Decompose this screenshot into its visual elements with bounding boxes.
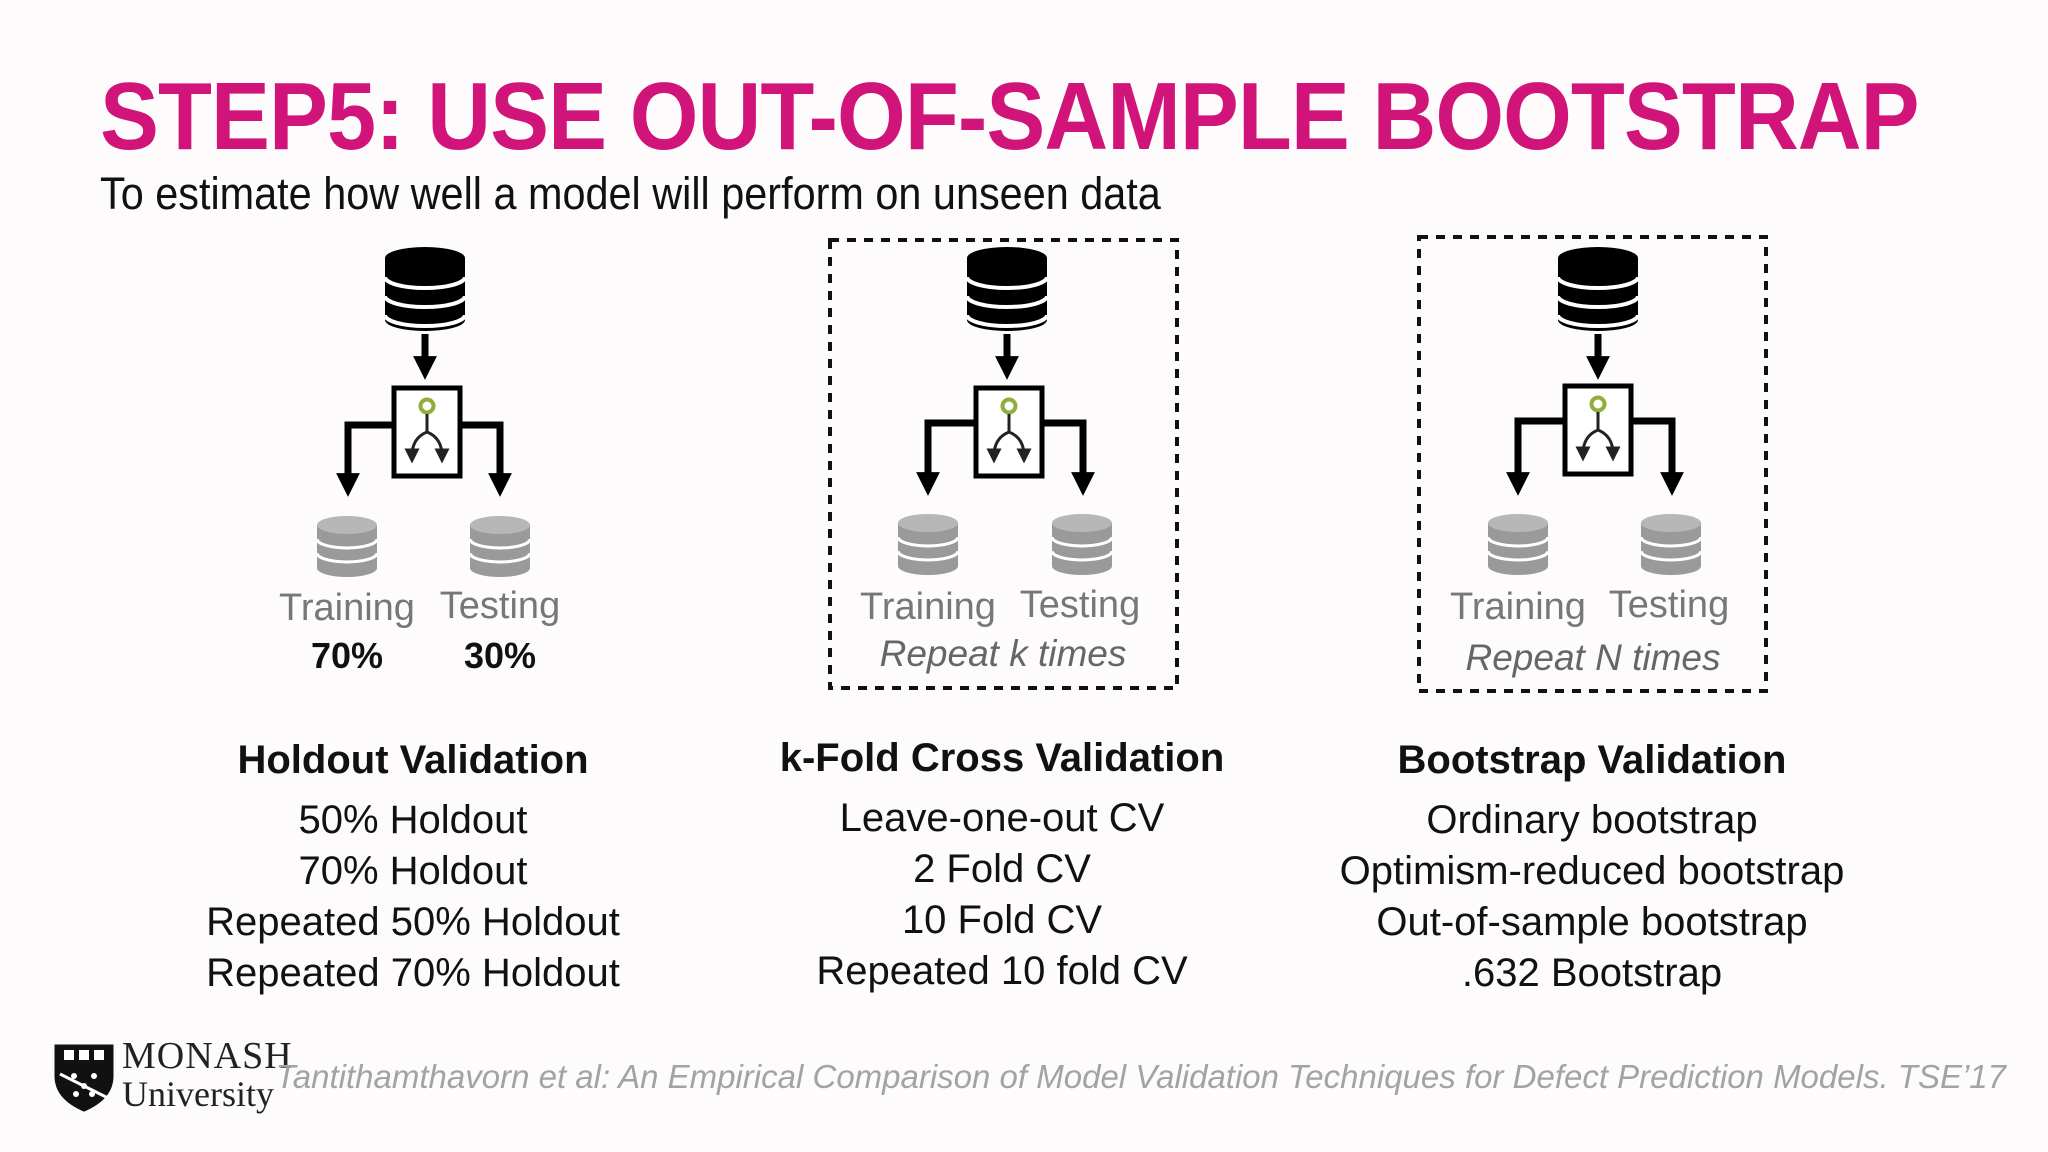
source-database-icon [965, 247, 1049, 331]
split-icon [973, 385, 1045, 479]
training-label: Training [279, 587, 415, 629]
column-heading: Holdout Validation [237, 738, 589, 782]
split-icon [391, 385, 463, 479]
testing-label: Testing [1609, 584, 1729, 626]
method-item: 2 Fold CV [913, 847, 1091, 891]
repeat-box [828, 238, 1179, 690]
method-item: Out-of-sample bootstrap [1376, 900, 1808, 944]
training-label: Training [1450, 586, 1586, 628]
method-item: 70% Holdout [298, 849, 528, 893]
training-database-icon [315, 516, 379, 577]
training-percent: 70% [311, 635, 383, 676]
column-heading: k-Fold Cross Validation [779, 736, 1225, 780]
repeat-label: Repeat k times [880, 633, 1127, 674]
testing-label: Testing [1020, 584, 1140, 626]
repeat-label: Repeat N times [1466, 637, 1721, 678]
training-label: Training [860, 586, 996, 628]
method-item: Repeated 50% Holdout [206, 900, 620, 944]
slide-title: STEP5: USE OUT-OF-SAMPLE BOOTSTRAP [100, 63, 1920, 170]
citation: Tantithamthavorn et al: An Empirical Com… [275, 1058, 2006, 1095]
testing-database-icon [1639, 514, 1703, 575]
logo-line-1: MONASH [122, 1035, 293, 1077]
testing-percent: 30% [464, 635, 536, 676]
source-database-icon [383, 247, 467, 331]
logo-line-2: University [122, 1074, 274, 1114]
method-item: .632 Bootstrap [1461, 951, 1723, 995]
kfold-diagram: Training Testing Repeat k times [828, 238, 1179, 690]
method-item: Leave-one-out CV [839, 796, 1165, 840]
kfold-column: k-Fold Cross Validation Leave-one-out CV… [672, 736, 1332, 997]
testing-label: Testing [440, 585, 560, 627]
repeat-box [1417, 235, 1768, 693]
monash-crest-icon [54, 1044, 114, 1112]
right-branch-arrow [460, 421, 512, 497]
training-database-icon [1486, 514, 1550, 575]
bootstrap-column: Bootstrap Validation Ordinary bootstrap … [1262, 738, 1922, 999]
method-item: Repeated 70% Holdout [206, 951, 620, 995]
method-item: Repeated 10 fold CV [816, 949, 1188, 993]
university-logo-text: MONASH University [122, 1037, 293, 1113]
method-item: Optimism-reduced bootstrap [1339, 849, 1845, 893]
holdout-column: Holdout Validation 50% Holdout 70% Holdo… [83, 738, 743, 999]
testing-database-icon [468, 516, 532, 577]
left-branch-arrow [336, 421, 394, 497]
source-database-icon [1556, 247, 1640, 331]
method-item: 50% Holdout [298, 798, 528, 842]
left-branch-arrow [916, 419, 976, 496]
column-heading: Bootstrap Validation [1397, 738, 1787, 782]
training-database-icon [896, 514, 960, 575]
slide-subtitle: To estimate how well a model will perfor… [100, 168, 1161, 219]
method-item: Ordinary bootstrap [1426, 798, 1758, 842]
method-item: 10 Fold CV [901, 898, 1103, 942]
left-branch-arrow [1506, 417, 1565, 496]
right-branch-arrow [1631, 417, 1684, 496]
right-branch-arrow [1042, 419, 1095, 496]
bootstrap-diagram: Training Testing Repeat N times [1417, 235, 1768, 693]
split-icon [1562, 383, 1634, 477]
testing-database-icon [1050, 514, 1114, 575]
holdout-diagram: Training Testing 70% 30% [279, 247, 560, 676]
